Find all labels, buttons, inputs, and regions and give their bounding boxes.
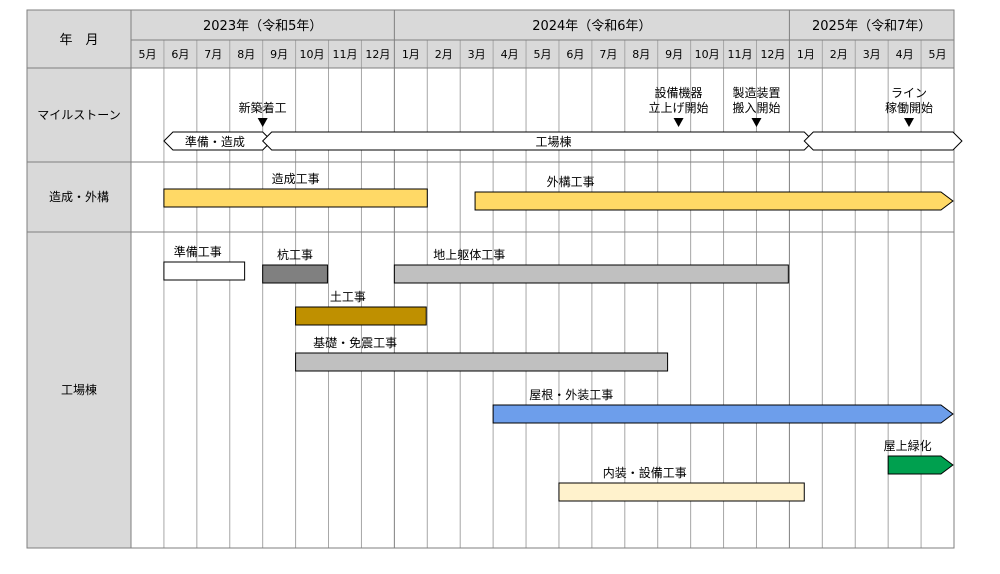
phase-shape	[803, 131, 963, 151]
milestone-label: 搬入開始	[732, 100, 780, 115]
phase-label: 準備・造成	[185, 134, 245, 149]
task-label: 内装・設備工事	[603, 465, 687, 480]
month-label: 6月	[566, 48, 584, 61]
task-label: 土工事	[330, 290, 366, 304]
month-label: 4月	[896, 48, 914, 61]
header-bg	[27, 10, 954, 68]
month-label: 12月	[365, 48, 390, 61]
phase-label: 工場棟	[535, 134, 571, 149]
month-label: 5月	[138, 48, 156, 61]
task-label: 外構工事	[547, 175, 595, 189]
month-label: 6月	[171, 48, 189, 61]
milestone-label: 新築着工	[239, 100, 287, 115]
task-label: 屋根・外装工事	[529, 388, 613, 402]
corner-label: 年 月	[59, 33, 98, 48]
phase-band: 準備・造成 工場棟	[163, 131, 963, 151]
header-background	[27, 10, 954, 548]
milestone-label: 立上げ開始	[649, 100, 709, 115]
month-label: 10月	[300, 48, 325, 61]
milestone-label: 稼働開始	[885, 100, 933, 115]
milestone-marker	[257, 118, 268, 127]
milestone-label: ライン	[891, 86, 927, 100]
task-bar	[474, 191, 954, 211]
task-bar	[393, 264, 789, 284]
month-label: 5月	[534, 48, 552, 61]
label-column-bg	[27, 68, 131, 548]
task-label: 準備工事	[174, 244, 222, 259]
month-label: 3月	[863, 48, 881, 61]
task-bar	[262, 264, 328, 284]
task-bar	[558, 482, 805, 502]
month-label: 3月	[468, 48, 486, 61]
year-label: 2024年（令和6年）	[532, 19, 651, 34]
month-label: 9月	[665, 48, 683, 61]
month-label: 12月	[760, 48, 785, 61]
year-label: 2023年（令和5年）	[203, 19, 322, 34]
task-bar	[295, 306, 427, 326]
month-label: 5月	[929, 48, 947, 61]
task-bar	[295, 352, 669, 372]
milestone-marker	[751, 118, 762, 127]
month-label: 11月	[728, 48, 753, 61]
section-label: マイルストーン	[37, 108, 120, 122]
month-label: 11月	[332, 48, 357, 61]
task-bar	[163, 188, 428, 208]
month-label: 1月	[797, 48, 815, 61]
task-bar	[492, 404, 954, 424]
milestone-label: 製造装置	[732, 86, 780, 100]
task-bar	[887, 455, 954, 475]
month-label: 9月	[270, 48, 288, 61]
task-label: 基礎・免震工事	[313, 335, 397, 350]
milestone-label: 設備機器	[655, 85, 703, 100]
month-label: 8月	[237, 48, 255, 61]
milestone-marker	[904, 118, 915, 127]
month-label: 4月	[501, 48, 519, 61]
month-label: 10月	[695, 48, 720, 61]
month-label: 7月	[204, 48, 222, 61]
task-bar	[163, 261, 246, 281]
task-label: 杭工事	[277, 247, 313, 262]
task-label: 地上躯体工事	[433, 247, 505, 262]
month-label: 8月	[632, 48, 650, 61]
section-label: 造成・外構	[49, 190, 109, 204]
task-label: 屋上緑化	[884, 438, 932, 453]
milestone-marker	[673, 118, 684, 127]
timeline-header: 年 月 2023年（令和5年） 2024年（令和6年） 2025年（令和7年） 5月 6…	[59, 19, 946, 61]
outer-border	[26, 9, 955, 549]
year-label: 2025年（令和7年）	[812, 19, 931, 34]
section-label: 工場棟	[61, 382, 97, 397]
month-label: 7月	[599, 48, 617, 61]
month-label: 1月	[402, 48, 420, 61]
month-label: 2月	[830, 48, 848, 61]
month-label: 2月	[435, 48, 453, 61]
task-label: 造成工事	[272, 172, 320, 186]
